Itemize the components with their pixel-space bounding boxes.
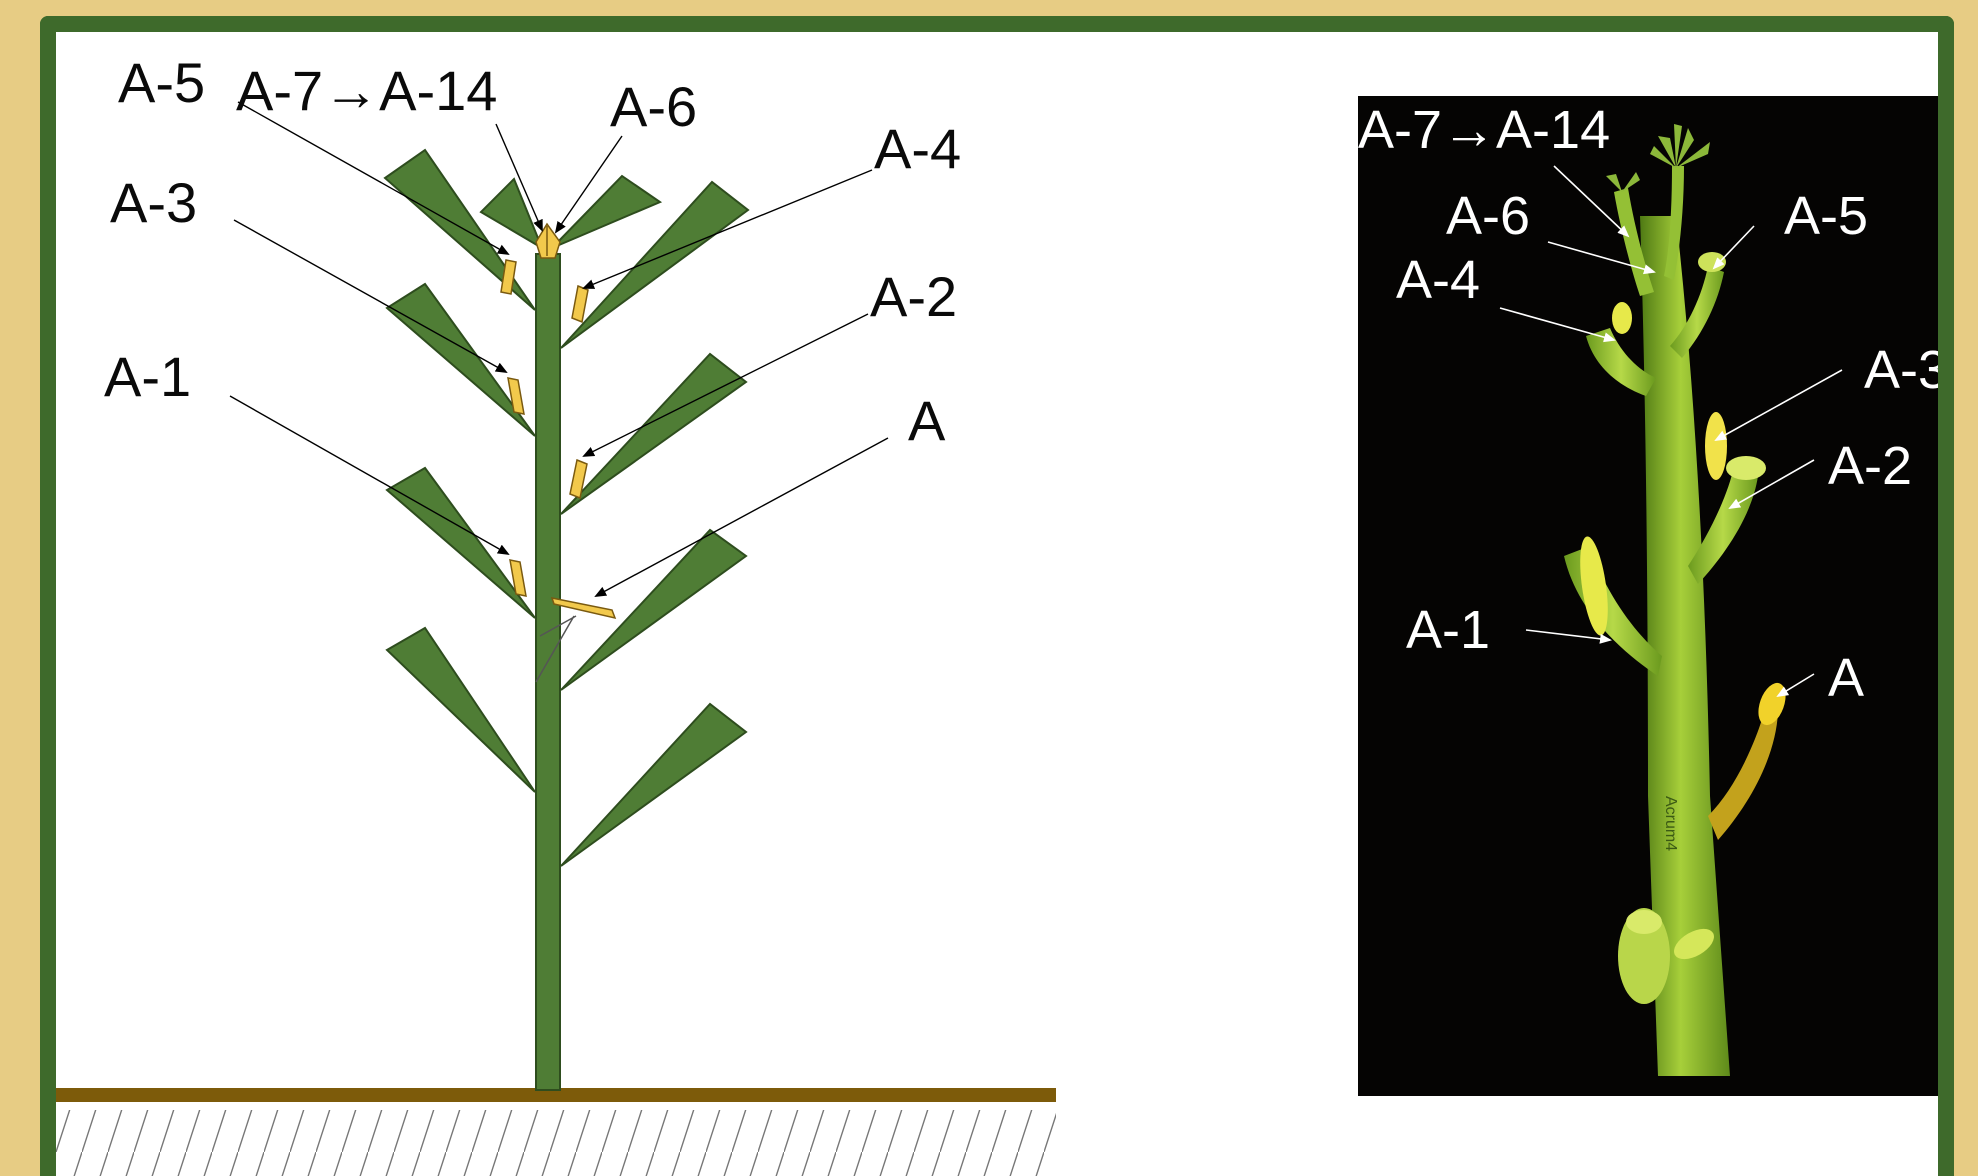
photo-bud-a <box>1753 679 1791 729</box>
photo-pointer-a3 <box>1716 370 1842 440</box>
photo-pointer-a4 <box>1500 308 1614 340</box>
photo-label-a3: A-3 <box>1864 340 1948 400</box>
pointer-a1 <box>230 396 508 554</box>
label-a3: A-3 <box>110 171 197 234</box>
pointer-a5 <box>238 102 508 254</box>
label-a2: A-2 <box>870 265 957 328</box>
soil-hatching <box>56 1110 1056 1176</box>
photo-label-a: A <box>1828 648 1864 708</box>
photo-pointer-a <box>1778 674 1814 696</box>
leaf-left-3 <box>387 284 535 436</box>
photo-pointer-a5 <box>1714 226 1754 268</box>
photo-base-cup-rim <box>1626 910 1662 934</box>
label-a4: A-4 <box>874 117 961 180</box>
leaf-right-1 <box>561 704 746 866</box>
pointer-a2 <box>584 314 868 456</box>
leaf-right-4 <box>561 182 748 348</box>
bud-a4 <box>572 286 588 322</box>
photo-label-a1: A-1 <box>1406 600 1490 660</box>
photo-label-a5: A-5 <box>1784 186 1868 246</box>
figure-frame: A-5 A-7→A-14 A-6 A-4 A-3 A-2 A-1 A <box>40 16 1954 1176</box>
leaf-right-top <box>552 176 660 248</box>
photo-stem-inscription: Acrum4 <box>1662 796 1679 851</box>
apex-bud <box>536 224 560 258</box>
photo-label-a4: A-4 <box>1396 250 1480 310</box>
main-stem <box>536 254 560 1090</box>
plant-photo: Acrum4 A-7→A-14 A-6 A-5 A-4 A-3 A-2 A-1 … <box>1358 96 1954 1096</box>
plant-diagram: A-5 A-7→A-14 A-6 A-4 A-3 A-2 A-1 A <box>56 32 1156 1176</box>
pointer-a <box>596 438 888 596</box>
photo-bud-a4 <box>1612 302 1632 334</box>
leaf-right-3 <box>561 354 746 514</box>
photo-bud-a3 <box>1705 412 1727 480</box>
leaf-left-top <box>481 179 542 248</box>
photo-label-a2: A-2 <box>1828 436 1912 496</box>
photo-bud-a2 <box>1726 456 1766 480</box>
photo-bud-a5 <box>1698 252 1726 272</box>
label-a1: A-1 <box>104 345 191 408</box>
label-a: A <box>908 389 946 452</box>
label-a5: A-5 <box>118 51 205 114</box>
photo-label-a6: A-6 <box>1446 186 1530 246</box>
leaf-left-2 <box>387 468 535 618</box>
photo-leaf-tuft <box>1606 124 1710 192</box>
photo-label-a7-a14: A-7→A-14 <box>1358 100 1610 160</box>
plant-photo-illustration: Acrum4 A-7→A-14 A-6 A-5 A-4 A-3 A-2 A-1 … <box>1358 96 1954 1096</box>
label-a7-a14: A-7→A-14 <box>236 59 497 122</box>
photo-branch-a <box>1708 706 1778 840</box>
leaf-left-1 <box>387 628 535 792</box>
bud-a <box>552 598 615 618</box>
label-a6: A-6 <box>610 75 697 138</box>
